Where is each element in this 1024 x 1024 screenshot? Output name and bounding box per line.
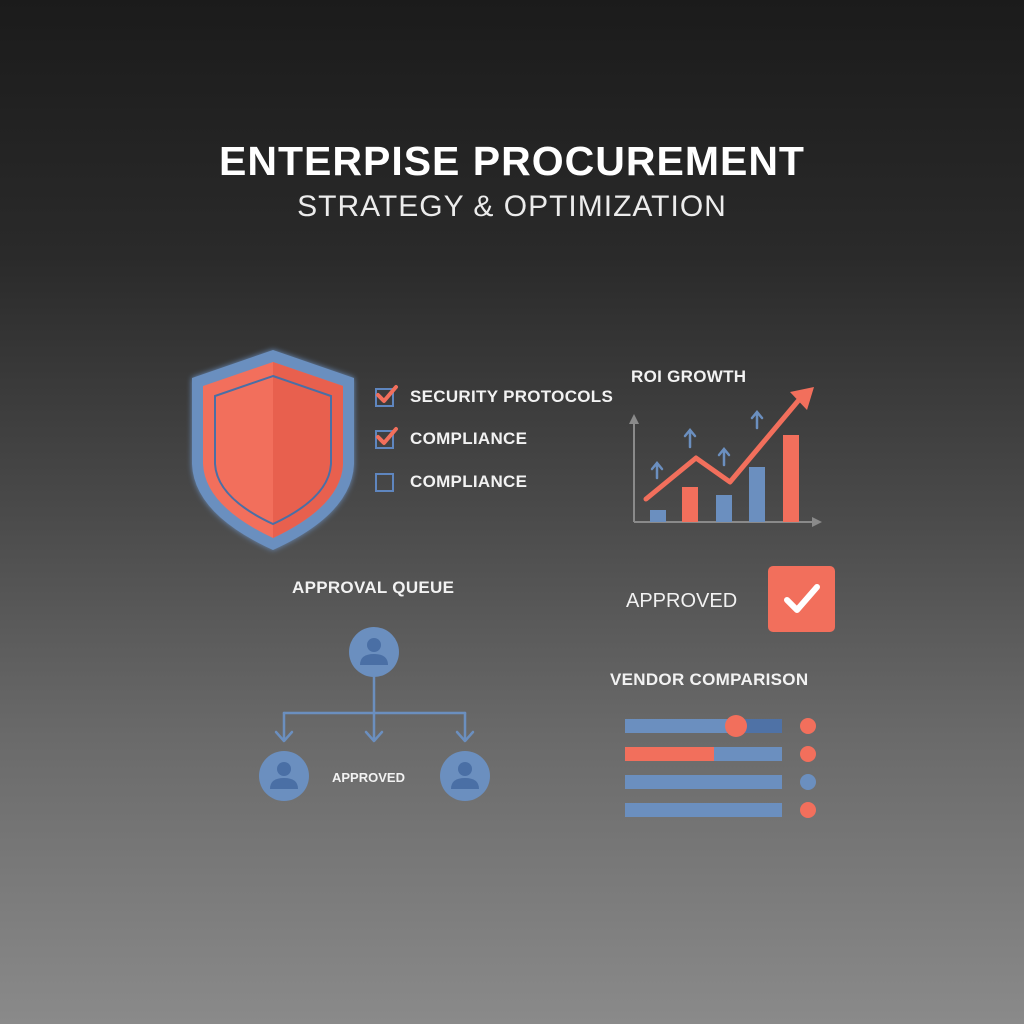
shield-icon bbox=[186, 344, 360, 556]
vendor-bar[interactable] bbox=[625, 747, 782, 761]
roi-chart bbox=[620, 380, 830, 530]
roi-bar bbox=[682, 487, 698, 522]
checkbox-checked[interactable] bbox=[375, 384, 398, 407]
vendor-bar[interactable] bbox=[625, 775, 782, 789]
status-dot bbox=[800, 802, 816, 818]
flow-connectors bbox=[274, 674, 475, 743]
checklist-label: SECURITY PROTOCOLS bbox=[410, 387, 614, 406]
checklist-label: COMPLIANCE bbox=[410, 472, 528, 491]
approval-tree bbox=[250, 620, 510, 810]
checkmark-icon bbox=[376, 384, 398, 403]
roi-bar bbox=[749, 467, 765, 522]
avatar-icon bbox=[349, 627, 399, 677]
status-dot bbox=[800, 718, 816, 734]
approved-button[interactable] bbox=[768, 566, 835, 632]
slider-knob[interactable] bbox=[725, 715, 747, 737]
checkbox-unchecked[interactable] bbox=[375, 472, 394, 492]
status-dot bbox=[800, 746, 816, 762]
checklist-item[interactable]: COMPLIANCE bbox=[375, 426, 613, 450]
checkmark-icon bbox=[783, 584, 820, 613]
vendor-comparison-title: VENDOR COMPARISON bbox=[610, 670, 809, 689]
up-arrow-icon bbox=[650, 410, 764, 480]
roi-title: ROI GROWTH bbox=[631, 367, 747, 386]
roi-bar bbox=[650, 510, 666, 522]
checklist-item[interactable]: SECURITY PROTOCOLS bbox=[375, 384, 614, 408]
checklist-label: COMPLIANCE bbox=[410, 429, 528, 448]
vendor-bar[interactable] bbox=[625, 715, 782, 737]
checkbox-checked[interactable] bbox=[375, 426, 398, 449]
approved-label: APPROVED bbox=[626, 590, 738, 612]
security-checklist: SECURITY PROTOCOLS COMPLIANCE COMPLIANCE bbox=[375, 384, 614, 493]
approval-status-label: APPROVED bbox=[332, 770, 405, 785]
trend-arrow-icon bbox=[643, 387, 814, 502]
approval-queue-title: APPROVAL QUEUE bbox=[292, 578, 455, 597]
roi-bar bbox=[716, 495, 732, 522]
page-title: ENTERPISE PROCUREMENT bbox=[219, 138, 805, 184]
page-subtitle: STRATEGY & OPTIMIZATION bbox=[297, 190, 727, 223]
roi-bar bbox=[783, 435, 799, 522]
checkmark-icon bbox=[376, 426, 398, 445]
vendor-bar[interactable] bbox=[625, 803, 782, 817]
status-dot bbox=[800, 774, 816, 790]
avatar-icon bbox=[259, 751, 309, 801]
avatar-icon bbox=[440, 751, 490, 801]
checklist-item[interactable]: COMPLIANCE bbox=[375, 471, 613, 493]
